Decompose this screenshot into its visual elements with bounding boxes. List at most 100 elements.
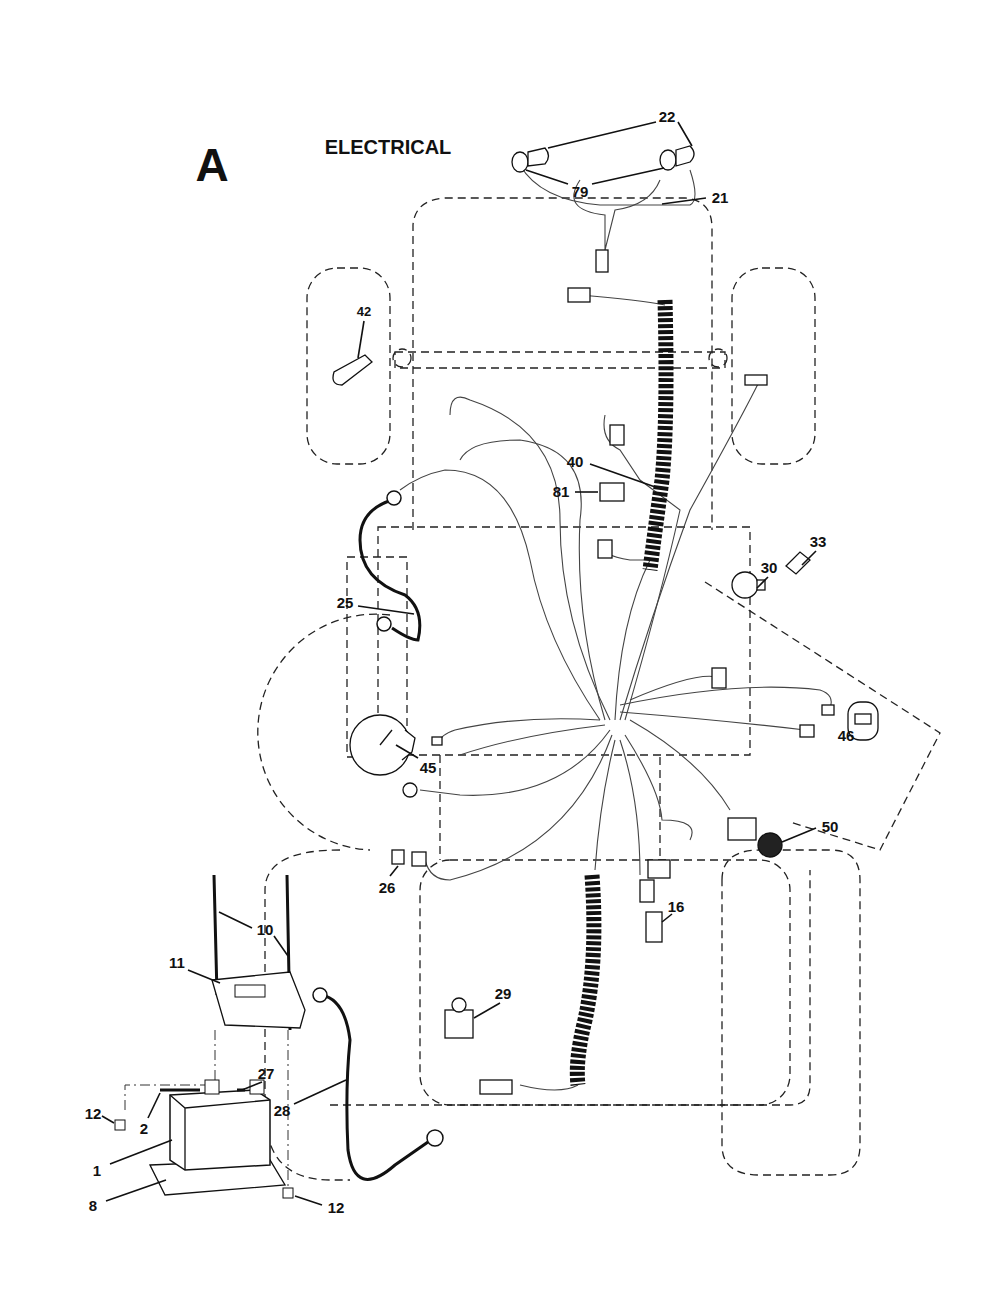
connector [640,880,654,902]
front-wheel [307,268,390,464]
leader-line [106,1180,166,1201]
wire [604,415,680,720]
seat-switch [445,1010,473,1038]
leader-line [295,1196,322,1205]
connector [712,668,726,688]
callout-number: 10 [257,922,274,937]
callout-number: 33 [810,534,827,549]
callout-number: 2 [140,1121,148,1136]
leader-line [548,122,692,148]
gauge [350,715,410,775]
connector [568,288,590,302]
callout-number: 1 [93,1163,101,1178]
connector [598,540,612,558]
bulb [528,148,549,166]
battery-outline [125,1030,288,1190]
switch [646,912,662,942]
rear-body-edge [330,870,810,1105]
connector [822,705,834,715]
leader-line [802,551,816,565]
front-axle [395,352,725,368]
callout-number: 40 [567,454,584,469]
leader-line [294,1080,346,1104]
wire [420,730,610,795]
wire [425,735,612,880]
callout-number: 30 [761,560,778,575]
wiring-harness [400,165,831,880]
leader-line [358,321,364,358]
wire [580,295,665,305]
wire [460,440,605,720]
battery-group [115,491,443,1198]
fuse-holder [412,852,426,866]
connector [480,1080,512,1094]
wire [630,676,720,700]
wire [620,687,831,708]
wire [630,720,730,810]
wire-loom [577,875,594,1085]
section-letter: A [195,142,228,188]
switch [786,552,810,574]
leader-line [396,745,418,758]
callout-number: 46 [838,728,855,743]
key [333,355,372,385]
bulb-socket [512,152,528,172]
hour-meter-display [855,714,871,724]
callout-number: 11 [169,955,185,970]
callout-number: 12 [85,1106,102,1121]
light-harness [520,165,695,205]
leader-line [242,1082,262,1090]
callout-number: 28 [274,1103,291,1118]
wire [400,470,600,720]
wire [595,740,615,870]
axle-end [393,349,411,367]
nut [283,1188,293,1198]
bulb [676,146,694,166]
components [333,146,878,1094]
wire [620,712,805,730]
ground-cable [360,500,420,640]
connector [596,250,608,272]
gauge-needle [380,730,392,745]
fuse [392,850,404,864]
bulb-socket [660,150,676,170]
bolt [160,1089,245,1092]
wire-loom [650,300,666,570]
pto-knob [758,833,782,857]
hold-down-slot [235,985,265,997]
callout-number: 25 [337,595,354,610]
wire [625,735,692,840]
diagram-title: ELECTRICAL [325,137,452,157]
callout-number: 16 [668,899,685,914]
leader-line [102,1116,114,1123]
callout-number: 12 [328,1200,345,1215]
connector [800,725,814,737]
conduit [520,300,666,1090]
ring-terminal [427,1130,443,1146]
leader-line [219,912,288,956]
ring-terminal [377,617,391,631]
callout-number: 22 [659,109,676,124]
hold-down [212,972,305,1028]
wire [460,725,605,755]
axle-end [709,349,727,367]
leader-line [474,1003,500,1018]
leader-line [575,491,598,493]
leader-line [390,866,398,876]
callout-number: 8 [89,1198,97,1213]
leader-line [148,1093,160,1118]
dash-panel [378,527,750,755]
plunger [452,998,466,1012]
ring-terminal [387,491,401,505]
callout-number: 50 [822,819,839,834]
wire [600,545,650,720]
front-wheel [732,268,815,464]
rear-wheel [722,850,860,1175]
nut [115,1120,125,1130]
ring-terminal [313,988,327,1002]
leader-line [526,168,664,184]
callout-number: 79 [572,184,589,199]
leader-line [358,606,414,614]
